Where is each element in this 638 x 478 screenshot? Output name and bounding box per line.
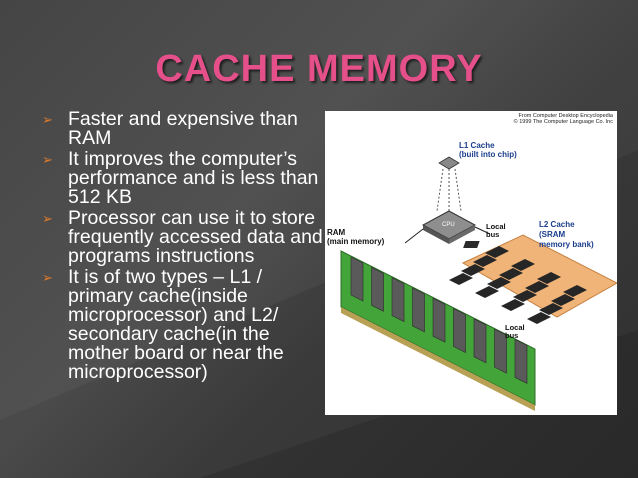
sram-chip	[513, 290, 537, 302]
bullet-arrow-icon: ➢	[42, 112, 53, 127]
sram-chip	[475, 286, 499, 298]
bullet-item: ➢It is of two types – L1 / primary cache…	[42, 266, 284, 383]
ram-chip	[494, 328, 507, 374]
bullet-item: ➢It improves the computer’s performance …	[42, 148, 319, 208]
sram-chip	[487, 277, 511, 289]
local-bus-label-2: Local bus	[505, 323, 525, 340]
bullet-item: ➢Faster and expensive than RAM	[42, 108, 298, 149]
sram-chip	[449, 273, 473, 285]
sram-chip	[461, 264, 485, 276]
sram-chip	[511, 259, 535, 271]
sram-chip	[499, 268, 523, 280]
figure-caption: From Computer Desktop Encyclopedia © 199…	[513, 113, 613, 125]
page-title: CACHE MEMORY	[155, 48, 483, 90]
sram-chip	[501, 299, 525, 311]
ram-chip	[391, 277, 405, 323]
sram-chip	[473, 255, 497, 267]
cache-diagram-svg	[340, 156, 617, 411]
sram-chip	[551, 294, 575, 306]
ram-chips	[350, 256, 528, 384]
ram-chip	[432, 297, 446, 343]
bullet-arrow-icon: ➢	[42, 211, 53, 226]
sram-chip	[539, 303, 563, 315]
l1-cache-label: L1 Cache (built into chip)	[459, 141, 517, 159]
cpu-label: CPU	[442, 222, 455, 228]
l1-chip-icon	[438, 156, 460, 170]
sram-chip	[485, 246, 509, 258]
l2-sram-board	[449, 234, 617, 324]
sram-chip	[563, 285, 587, 297]
ram-chip	[350, 256, 364, 302]
ram-chip	[514, 338, 528, 384]
ram-chip	[453, 308, 466, 353]
ram-chip	[371, 266, 384, 312]
cpu-chip-icon	[421, 210, 477, 244]
l1-beam	[436, 168, 462, 212]
bullet-arrow-icon: ➢	[42, 152, 53, 167]
sram-chip	[537, 272, 561, 284]
bullet-list: ➢Faster and expensive than RAM ➢It impro…	[40, 108, 330, 384]
ram-chip	[473, 318, 487, 364]
local-bus-label-1: Local bus	[486, 222, 506, 239]
sram-chip	[527, 312, 551, 324]
bullet-arrow-icon: ➢	[42, 270, 53, 285]
sram-chip	[525, 281, 549, 293]
ram-label: RAM (main memory)	[327, 228, 385, 246]
ram-chip	[412, 287, 425, 333]
bullet-item: ➢Processor can use it to store frequentl…	[42, 207, 323, 267]
l2-cache-label: L2 Cache (SRAM memory bank)	[539, 220, 594, 249]
cache-diagram-figure: From Computer Desktop Encyclopedia © 199…	[325, 111, 617, 415]
